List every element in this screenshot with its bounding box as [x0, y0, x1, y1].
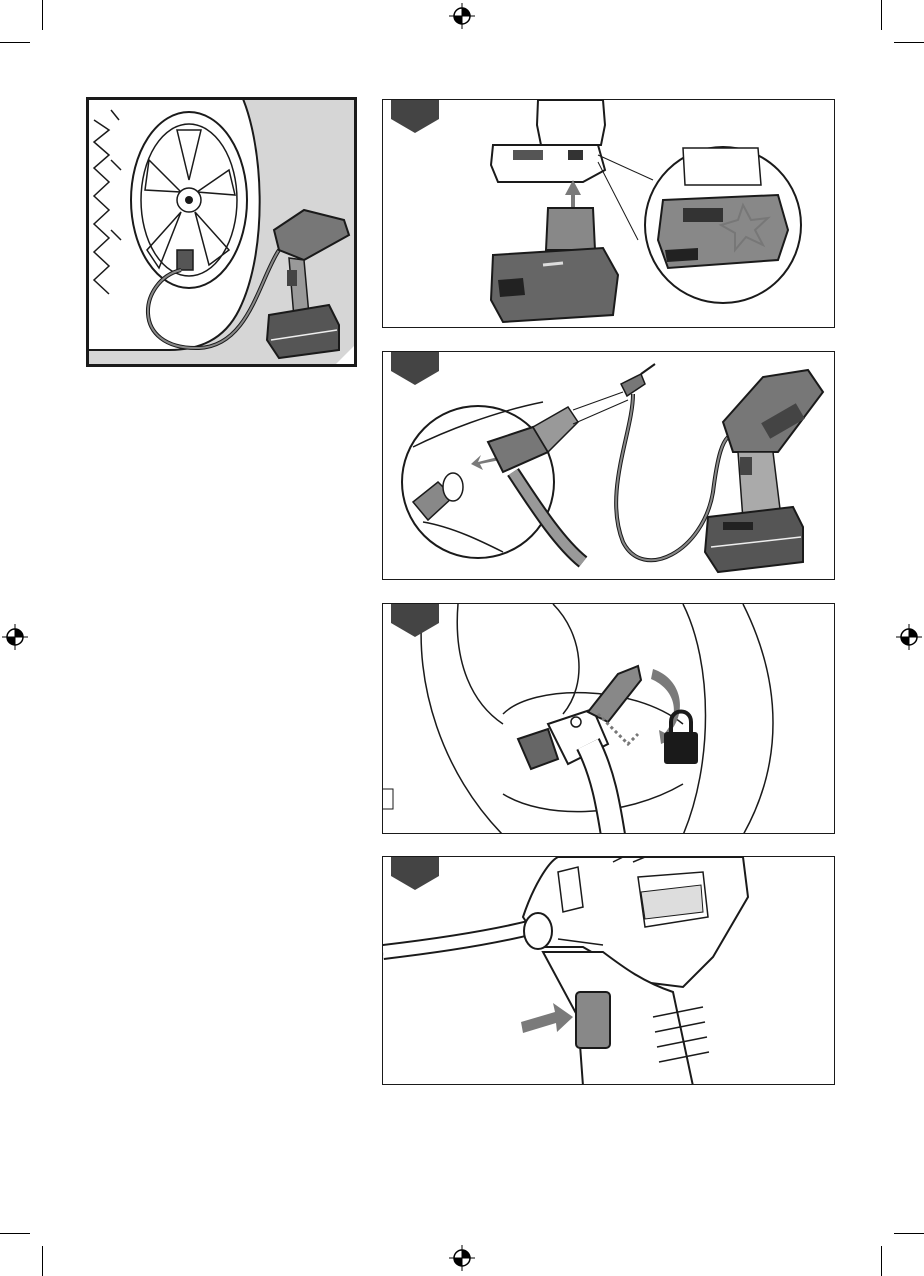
step-tab-icon [391, 99, 439, 133]
registration-mark-bottom [449, 1245, 475, 1271]
crop-mark-bottom-left-h [0, 1233, 30, 1234]
crop-mark-top-right-v [881, 0, 882, 30]
crop-mark-bottom-right-v [881, 1246, 882, 1276]
step-4-panel [382, 856, 835, 1085]
registration-mark-left [2, 624, 28, 650]
step-1-panel [382, 99, 835, 328]
crop-mark-top-right-h [894, 42, 924, 43]
registration-mark-top [449, 3, 475, 29]
battery-attach-illustration-icon [383, 100, 835, 328]
crop-mark-bottom-right-h [894, 1233, 924, 1234]
step-3-panel [382, 603, 835, 834]
valve-lock-illustration-icon [383, 604, 835, 834]
step-tab-icon [391, 856, 439, 890]
registration-mark-right [896, 624, 922, 650]
overview-illustration [86, 97, 357, 367]
padlock-icon [664, 712, 698, 765]
step-tab-icon [391, 603, 439, 637]
crop-mark-bottom-left-v [42, 1246, 43, 1276]
crop-mark-top-left-v [42, 0, 43, 30]
step-tab-icon [391, 351, 439, 385]
hose-connect-illustration-icon [383, 352, 835, 580]
crop-mark-top-left-h [0, 42, 30, 43]
trigger-press-illustration-icon [383, 857, 835, 1085]
tire-inflation-overview-icon [89, 100, 357, 367]
step-2-panel [382, 351, 835, 580]
